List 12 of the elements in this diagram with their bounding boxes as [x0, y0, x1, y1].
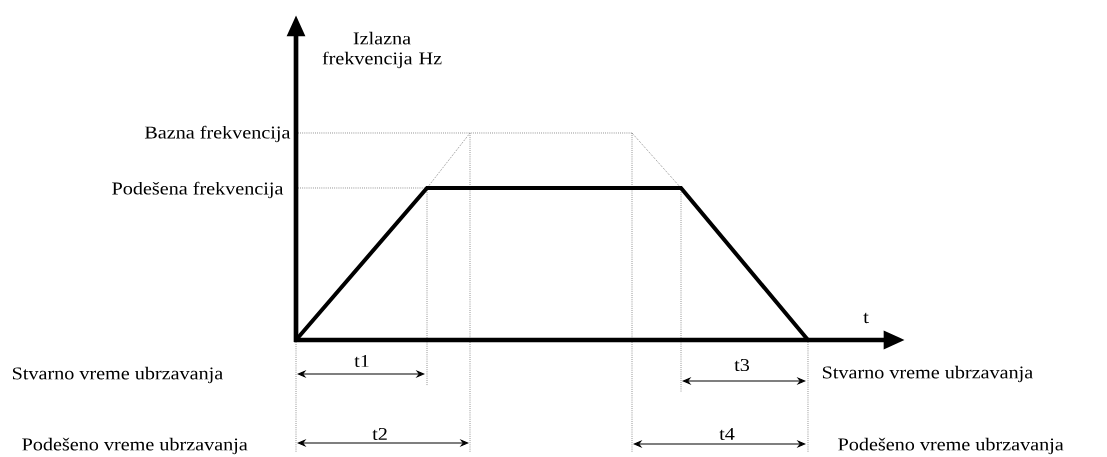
- dimension-label: t1: [354, 354, 369, 367]
- dimension-label: t3: [734, 358, 750, 372]
- level-label: Bazna frekvencija: [144, 125, 291, 143]
- time-label: Stvarno vreme ubrzavanja: [822, 365, 1033, 383]
- time-label: Podešeno vreme ubrzavanja: [22, 437, 248, 455]
- level-label: Podešena frekvencija: [112, 181, 284, 199]
- axis-label: Izlazna frekvencija Hz: [322, 31, 442, 69]
- dimension-label: t2: [372, 427, 387, 441]
- dimension-label: t4: [719, 427, 735, 440]
- time-label: Podešeno vreme ubrzavanja: [838, 437, 1064, 455]
- time-label: Stvarno vreme ubrzavanja: [12, 366, 223, 384]
- axis-label: t: [863, 312, 869, 324]
